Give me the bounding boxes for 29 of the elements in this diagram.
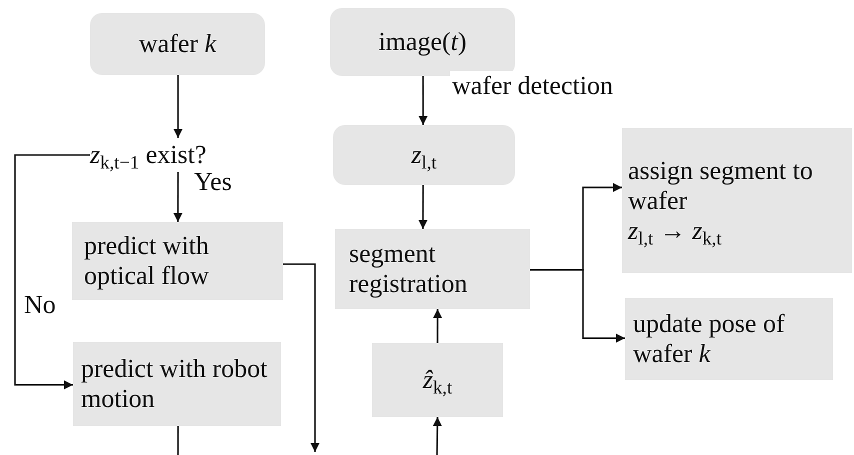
node-text: z$_{l,t}$ xyxy=(411,140,437,170)
arrow xyxy=(418,76,428,125)
process-box xyxy=(72,222,283,300)
node-text: update pose of wafer k xyxy=(633,309,786,369)
arrow xyxy=(530,269,625,343)
arrow xyxy=(283,263,320,452)
node-text: ẑ$_{k,t}$ xyxy=(422,365,452,395)
node-text: wafer k xyxy=(138,29,216,59)
node-text: z$_{l,t}$ → z$_{k,t}$ xyxy=(628,216,722,246)
arrow xyxy=(432,416,442,455)
rounded-process-box xyxy=(330,8,515,76)
node-text: segment registration xyxy=(349,239,468,299)
node-text: predict with robot motion xyxy=(81,354,268,414)
question-text: z$_{k,t−1}$ exist? xyxy=(90,140,206,170)
node-text: predict with optical flow xyxy=(84,231,210,291)
process-box xyxy=(73,342,281,426)
process-box xyxy=(622,128,852,273)
rounded-process-box xyxy=(90,13,265,75)
process-box xyxy=(625,298,833,380)
arrow xyxy=(14,154,90,390)
arrow xyxy=(174,75,183,138)
connector-line xyxy=(177,426,179,455)
arrow xyxy=(173,172,182,222)
rounded-process-box xyxy=(333,125,515,185)
arrow xyxy=(433,309,442,343)
node-text: image(t) xyxy=(378,27,467,57)
arrow xyxy=(418,185,428,229)
process-box xyxy=(372,343,503,417)
process-box xyxy=(335,229,530,309)
